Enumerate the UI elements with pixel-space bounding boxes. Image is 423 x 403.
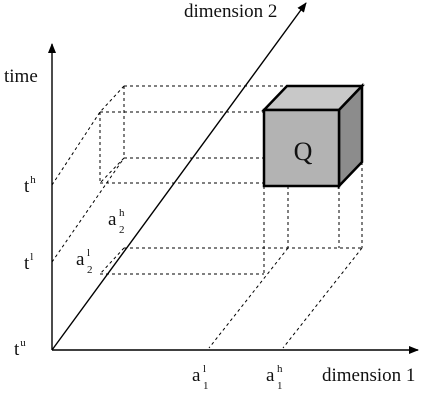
tick-t-u: tu	[14, 337, 26, 360]
query-box: Q	[261, 82, 365, 190]
dimension2-axis	[51, 2, 307, 351]
svg-text:h: h	[119, 207, 125, 219]
tick-a1-l: a l 1	[192, 363, 209, 392]
axes	[48, 2, 419, 354]
svg-text:2: 2	[119, 224, 125, 236]
svg-text:2: 2	[87, 264, 93, 276]
svg-text:1: 1	[277, 380, 283, 392]
svg-text:l: l	[87, 247, 90, 259]
dimension1-axis-title: dimension 1	[322, 365, 415, 386]
svg-text:1: 1	[203, 380, 209, 392]
tick-t-h: th	[24, 174, 36, 197]
svg-text:l: l	[203, 363, 206, 375]
dimension2-axis-title: dimension 2	[184, 1, 277, 22]
query-box-label: Q	[294, 137, 313, 166]
svg-text:a: a	[76, 249, 85, 270]
tick-a2-h: a h 2	[108, 207, 125, 236]
tick-a2-l: a l 2	[76, 247, 93, 276]
svg-text:a: a	[108, 209, 117, 230]
tick-t-l: tl	[24, 251, 33, 274]
svg-text:h: h	[277, 363, 283, 375]
time-axis-title: time	[4, 66, 38, 87]
query-box-front	[262, 108, 341, 188]
svg-text:a: a	[266, 365, 275, 386]
svg-text:a: a	[192, 365, 201, 386]
tick-a1-h: a h 1	[266, 363, 283, 392]
